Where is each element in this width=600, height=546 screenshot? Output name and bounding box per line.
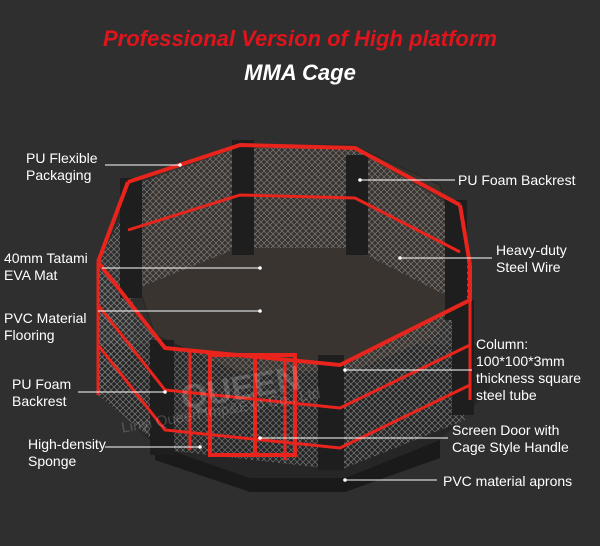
post-back-right: [346, 155, 368, 255]
top-rail: [96, 142, 472, 266]
label-pvc-flooring: PVC Material Flooring: [4, 310, 87, 343]
page-subtitle: MMA Cage: [244, 60, 356, 85]
post-right-back: [445, 200, 467, 320]
mid-rails: [96, 193, 471, 450]
label-tatami-mat: 40mm Tatami EVA Mat: [4, 250, 88, 283]
label-pu-foam-backrest-top: PU Foam Backrest: [458, 172, 576, 188]
mesh-panel-front-left: [98, 270, 165, 450]
mesh-panel-front-right: [340, 305, 465, 470]
label-steel-wire: Heavy-duty Steel Wire: [496, 242, 567, 275]
vertical-rails: [96, 262, 472, 460]
screen-door: [208, 353, 297, 457]
post-back-left: [232, 140, 254, 255]
leader-lines: [78, 164, 492, 481]
mesh-panel-back: [238, 148, 352, 248]
label-sponge: High-density Sponge: [28, 436, 106, 469]
mesh-panel-back-left: [133, 148, 238, 290]
label-column: Column: 100*100*3mm thickness square ste…: [476, 336, 582, 403]
label-screen-door: Screen Door with Cage Style Handle: [452, 422, 569, 455]
label-pu-flexible-packaging: PU Flexible Packaging: [26, 150, 98, 183]
page-title: Professional Version of High platform: [102, 26, 497, 51]
label-pu-foam-backrest-left: PU Foam Backrest: [12, 376, 72, 409]
post-front-right: [318, 355, 344, 470]
label-aprons: PVC material aprons: [443, 473, 573, 489]
post-left-front: [150, 340, 174, 455]
